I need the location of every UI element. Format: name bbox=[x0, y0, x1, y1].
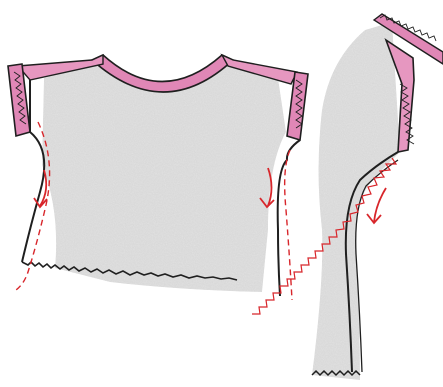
front-view-shirt bbox=[8, 55, 308, 300]
front-fabric-shading bbox=[42, 62, 286, 292]
front-right-seam-line bbox=[285, 150, 292, 300]
side-fabric-shading bbox=[312, 22, 400, 380]
side-arrow bbox=[367, 188, 386, 223]
